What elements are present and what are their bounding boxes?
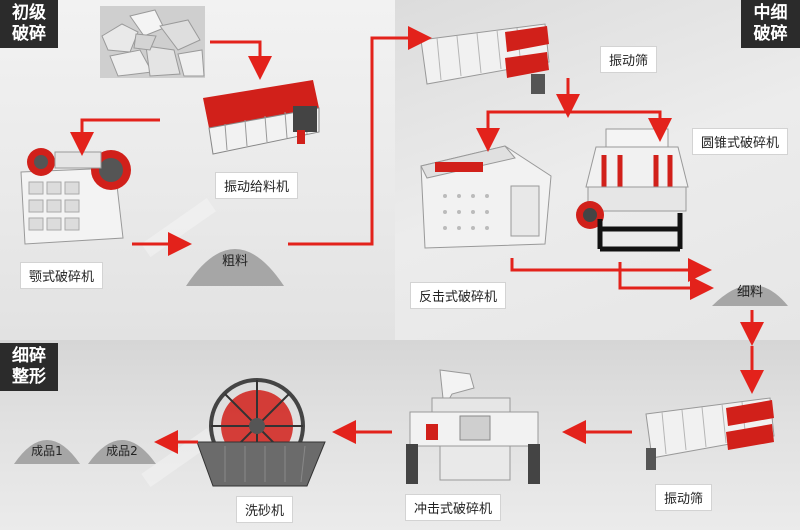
arrow-to-fine <box>618 262 714 300</box>
stage-tag-primary: 初级 破碎 <box>0 0 58 48</box>
arrow-stone-to-feeder <box>210 40 272 80</box>
stage-tag-line: 中细 <box>753 3 788 23</box>
cone-crusher-image <box>570 125 700 255</box>
label-vibrating-screen-bottom: 振动筛 <box>655 484 713 511</box>
pile-label: 粗料 <box>221 254 248 269</box>
stage-tag-line: 细碎 <box>12 346 46 366</box>
pile-fine-material: 细料 <box>710 268 790 308</box>
pile-label: 成品1 <box>31 444 63 458</box>
stage-tag-line: 初级 <box>12 3 46 23</box>
arrow-coarse-to-screen <box>288 26 432 246</box>
label-vibrating-feeder: 振动给料机 <box>215 172 299 199</box>
stage-tag-line: 破碎 <box>753 24 788 44</box>
vibrating-screen-top-image <box>415 18 555 100</box>
vibrating-screen-bottom-image <box>640 392 780 474</box>
arrow-feeder-to-jaw <box>70 118 160 156</box>
pile-product-2: 成品2 <box>86 420 158 466</box>
jaw-crusher-image <box>15 138 135 250</box>
stage-tag-line: 整形 <box>12 367 46 387</box>
label-cone-crusher: 圆锥式破碎机 <box>692 128 789 155</box>
pile-label: 成品2 <box>106 444 138 458</box>
stage-tag-fine-shaping: 细碎 整形 <box>0 343 58 391</box>
pile-coarse-material: 粗料 <box>180 220 290 290</box>
label-jaw-crusher: 颚式破碎机 <box>20 262 104 289</box>
stage-tag-line: 破碎 <box>12 24 46 44</box>
label-vibrating-screen-top: 振动筛 <box>600 46 658 73</box>
raw-stone-image <box>100 6 205 78</box>
label-impact-crusher: 反击式破碎机 <box>410 282 507 309</box>
label-sand-washer: 洗砂机 <box>236 496 294 523</box>
sand-washer-image <box>195 376 330 488</box>
vibrating-feeder-image <box>195 68 325 160</box>
pile-label: 细料 <box>736 285 763 300</box>
arrow-split-to-crushers <box>486 110 672 142</box>
impact-crusher-image <box>415 136 560 254</box>
arrow-impact-out <box>510 258 712 282</box>
stage-tag-medium-fine: 中细 破碎 <box>741 0 800 48</box>
pile-product-1: 成品1 <box>12 420 82 466</box>
label-vsi-crusher: 冲击式破碎机 <box>405 494 502 521</box>
vsi-crusher-image <box>400 368 550 488</box>
